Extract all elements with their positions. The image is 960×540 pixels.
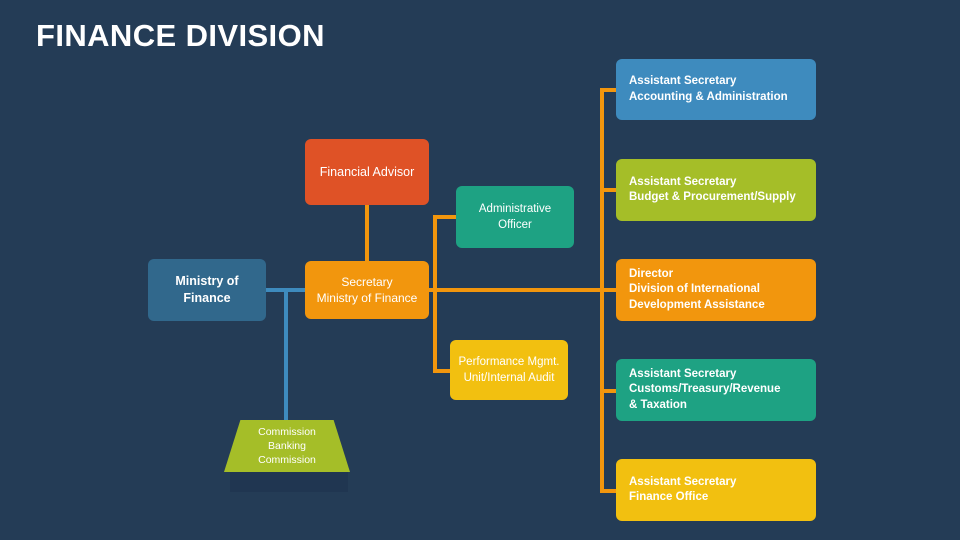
node-administrative-officer[interactable]: Administrative Officer — [456, 186, 574, 248]
node-performance-management-unit[interactable]: Performance Mgmt. Unit/Internal Audit — [450, 340, 568, 400]
node-label: Secretary — [341, 275, 393, 289]
connector-ministry-to-secretary — [264, 288, 312, 292]
node-label: Assistant Secretary — [629, 175, 737, 188]
commission-shadow — [230, 468, 348, 492]
node-label: Banking — [268, 440, 306, 452]
node-assistant-secretary-accounting[interactable]: Assistant Secretary Accounting & Adminis… — [616, 59, 816, 120]
node-label: Assistant Secretary — [629, 75, 737, 87]
node-label: Commission — [258, 454, 316, 466]
node-label: Officer — [498, 219, 532, 231]
node-financial-advisor[interactable]: Financial Advisor — [305, 139, 429, 205]
node-label: Accounting & Administration — [629, 90, 788, 103]
connector-ministry-to-commission — [284, 288, 288, 421]
node-label: Finance Office — [629, 491, 709, 503]
node-label: Ministry of — [175, 274, 239, 288]
node-label: Finance — [183, 291, 231, 305]
node-assistant-secretary-budget[interactable]: Assistant Secretary Budget & Procurement… — [616, 159, 816, 221]
connector-advisor-to-secretary — [365, 204, 369, 262]
connector-branch-customs — [600, 389, 618, 393]
connector-to-administrative-officer — [433, 215, 457, 219]
node-label: Commission — [258, 426, 316, 438]
node-label: Assistant Secretary — [629, 367, 737, 380]
node-label: Division of International — [629, 283, 760, 296]
node-label: Performance Mgmt. — [458, 356, 560, 368]
node-label: Unit/Internal Audit — [463, 372, 555, 384]
connector-branch-director — [600, 288, 618, 292]
node-label: Administrative — [478, 203, 552, 215]
node-label: Budget & Procurement/Supply — [629, 191, 796, 203]
node-director-international-development[interactable]: Director Division of International Devel… — [616, 259, 816, 321]
connector-branch-budget — [600, 188, 618, 192]
connector-branch-finance-office — [600, 489, 618, 493]
node-banking-commission[interactable]: Commission Banking Commission — [224, 420, 350, 472]
node-label: Ministry of Finance — [316, 291, 418, 305]
node-label: Development Assistance — [629, 298, 765, 311]
node-assistant-secretary-customs[interactable]: Assistant Secretary Customs/Treasury/Rev… — [616, 359, 816, 421]
node-secretary-ministry-of-finance[interactable]: Secretary Ministry of Finance — [305, 261, 429, 319]
connector-branch-accounting — [600, 88, 618, 92]
connector-inner-trunk — [433, 215, 437, 373]
node-ministry-of-finance[interactable]: Ministry of Finance — [148, 259, 266, 321]
node-label: Assistant Secretary — [629, 475, 737, 488]
connector-secretary-horizontal — [429, 288, 604, 292]
node-label: Financial Advisor — [319, 164, 415, 179]
node-label: Customs/Treasury/Revenue — [629, 383, 781, 396]
connector-to-performance-unit — [433, 369, 453, 373]
node-label: Director — [629, 267, 674, 280]
node-assistant-secretary-finance-office[interactable]: Assistant Secretary Finance Office — [616, 459, 816, 521]
page-title: FINANCE DIVISION — [36, 18, 325, 53]
node-label: & Taxation — [629, 398, 687, 411]
